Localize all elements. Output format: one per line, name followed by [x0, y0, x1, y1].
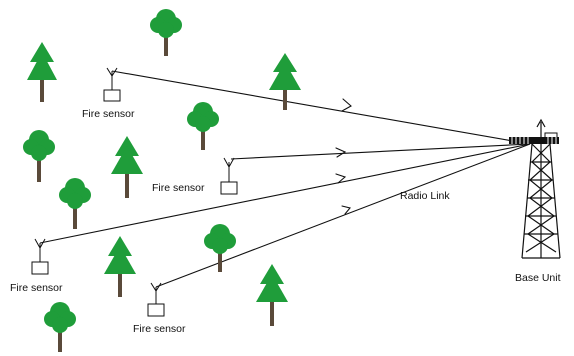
- radio-link-label: Radio Link: [400, 190, 450, 202]
- fire-sensor-label: Fire sensor: [82, 108, 135, 120]
- link-sensor-1: [111, 70, 531, 145]
- round-tree-icon: [59, 178, 91, 229]
- sensor-box: [220, 181, 238, 195]
- fire-sensor-4: Fire sensor: [133, 282, 186, 335]
- pine-tree-icon: [111, 136, 143, 198]
- round-tree-icon: [150, 9, 182, 56]
- arrowhead-1: [341, 98, 352, 112]
- fire-sensor-2: Fire sensor: [152, 157, 238, 195]
- arrowhead-3: [335, 173, 347, 184]
- arrowhead-2: [335, 147, 347, 158]
- tower-antenna-icon: [509, 118, 559, 144]
- fire-sensor-3: Fire sensor: [10, 238, 63, 294]
- sensor-box: [31, 261, 49, 275]
- sensor-box: [103, 89, 121, 102]
- link-sensor-2: [230, 143, 531, 160]
- base-unit-label: Base Unit: [515, 272, 561, 284]
- link-sensor-3: [39, 143, 531, 244]
- link-arrowheads: [335, 98, 352, 215]
- pine-tree-icon: [269, 53, 301, 110]
- round-tree-icon: [187, 102, 219, 150]
- fire-sensor-1: Fire sensor: [82, 67, 135, 120]
- fire-sensor-label: Fire sensor: [10, 282, 63, 294]
- antenna-icon: [106, 67, 118, 90]
- link-sensor-4: [155, 143, 531, 288]
- antenna-icon: [150, 282, 162, 304]
- round-tree-icon: [44, 302, 76, 352]
- pine-tree-icon: [27, 42, 57, 102]
- trees: [23, 9, 301, 352]
- antenna-icon: [34, 238, 46, 262]
- base-unit-tower: [509, 118, 561, 259]
- fire-sensor-label: Fire sensor: [133, 323, 186, 335]
- arrowhead-4: [341, 205, 351, 215]
- round-tree-icon: [204, 224, 236, 272]
- sensor-box: [147, 303, 165, 317]
- fire-sensor-label: Fire sensor: [152, 182, 205, 194]
- pine-tree-icon: [104, 236, 136, 297]
- antenna-icon: [223, 157, 235, 182]
- round-tree-icon: [23, 130, 55, 182]
- pine-tree-icon: [256, 264, 288, 326]
